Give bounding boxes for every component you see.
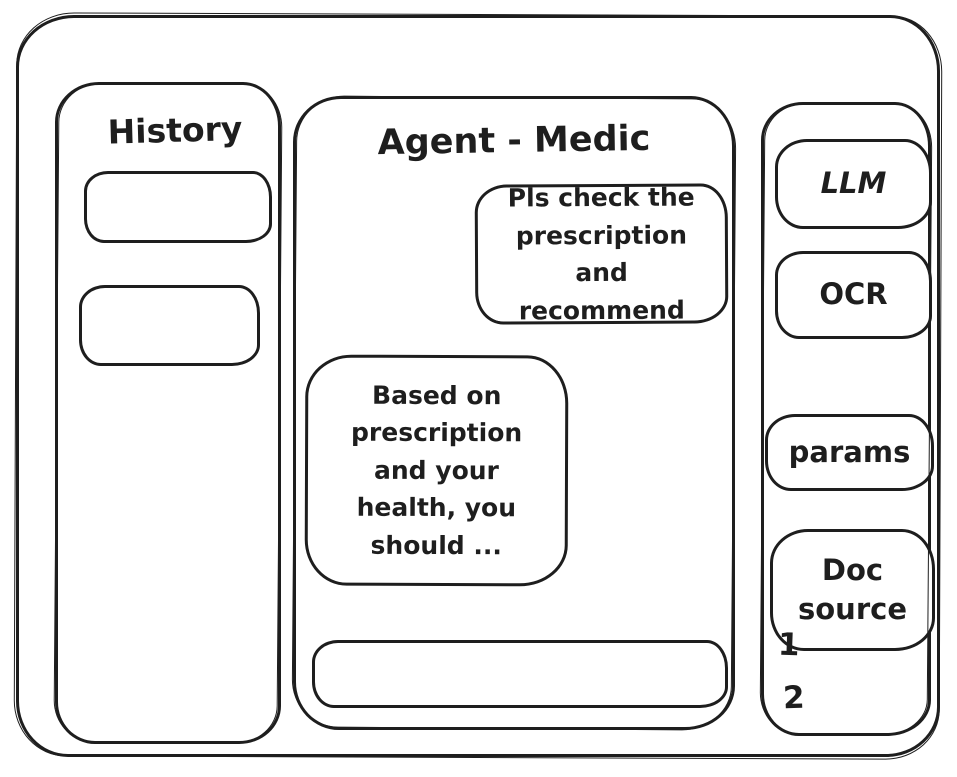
app-frame: History Agent - Medic Pls check the pres… — [16, 15, 940, 757]
history-title: History — [107, 108, 243, 152]
assistant-message-bubble: Based on prescription and your health, y… — [304, 354, 569, 587]
tools-sidebar: LLM OCR params Doc source 1 2 — [761, 102, 935, 736]
llm-button[interactable]: LLM — [775, 139, 932, 229]
chat-panel: Agent - Medic Pls check the prescription… — [293, 96, 735, 730]
history-item[interactable] — [84, 171, 272, 243]
ocr-button[interactable]: OCR — [775, 251, 932, 339]
history-item[interactable] — [79, 285, 260, 366]
doc-source-item-2[interactable]: 2 — [782, 679, 806, 717]
params-button[interactable]: params — [765, 414, 934, 491]
doc-source-item-1[interactable]: 1 — [777, 626, 801, 664]
history-sidebar: History — [55, 82, 281, 744]
chat-title: Agent - Medic — [377, 118, 651, 164]
message-input[interactable] — [312, 640, 728, 708]
user-message-bubble: Pls check the prescription and recommend — [474, 183, 729, 325]
doc-source-button[interactable]: Doc source — [770, 529, 935, 651]
